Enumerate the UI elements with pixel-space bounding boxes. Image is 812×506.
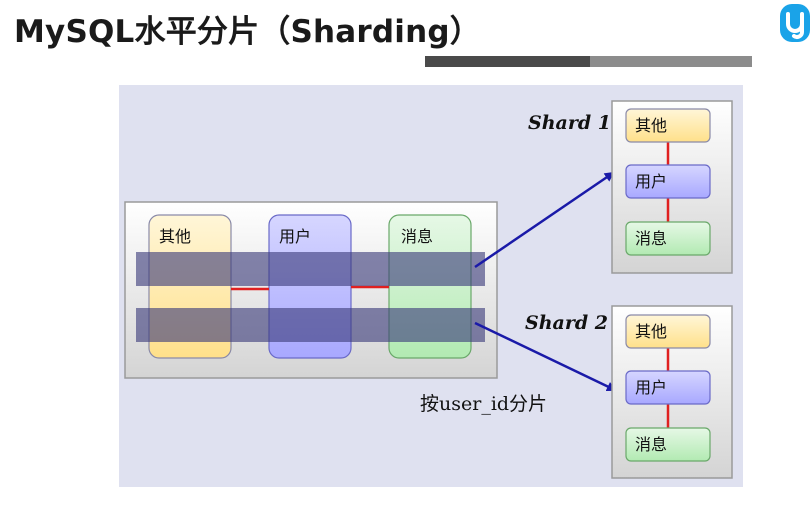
- title-underline-dark: [425, 56, 590, 67]
- shard-table-label: 用户: [635, 172, 667, 191]
- sharding-caption: 按user_id分片: [420, 393, 547, 415]
- title-underline-light: [590, 56, 752, 67]
- source-database-panel: 其他 用户 消息: [124, 201, 498, 379]
- shard-1-title: Shard 1: [528, 112, 611, 134]
- shard-table-label: 其他: [635, 116, 667, 135]
- shard-2-table-message: 消息: [625, 427, 711, 462]
- slide-title: MySQL水平分片（Sharding）: [14, 14, 481, 50]
- shard-table-label: 用户: [635, 378, 667, 397]
- shard-1-table-user: 用户: [625, 164, 711, 199]
- shard-table-label: 消息: [635, 435, 667, 454]
- shard-2-table-other: 其他: [625, 314, 711, 349]
- source-table-label: 消息: [401, 227, 433, 246]
- arrow-to-shard-1: [474, 171, 615, 269]
- brand-logo-icon: [780, 4, 810, 42]
- shard-table-label: 其他: [635, 322, 667, 341]
- shard-stripe-2: [136, 308, 485, 342]
- shard-1: Shard 1 其他 用户 消息: [528, 100, 733, 274]
- sharding-diagram: 其他 用户 消息 Shard 1 其他 用户 消息: [119, 85, 743, 487]
- arrow-to-shard-2: [474, 321, 617, 392]
- source-table-label: 用户: [279, 227, 311, 246]
- source-table-label: 其他: [159, 227, 191, 246]
- shard-table-label: 消息: [635, 229, 667, 248]
- shard-1-table-other: 其他: [625, 108, 711, 143]
- shard-2-table-user: 用户: [625, 370, 711, 405]
- shard-stripe-1: [136, 252, 485, 286]
- shard-1-table-message: 消息: [625, 221, 711, 256]
- shard-2: Shard 2 其他 用户 消息: [525, 305, 733, 479]
- logo-mark-tail: [792, 22, 804, 39]
- shard-2-title: Shard 2: [525, 312, 608, 334]
